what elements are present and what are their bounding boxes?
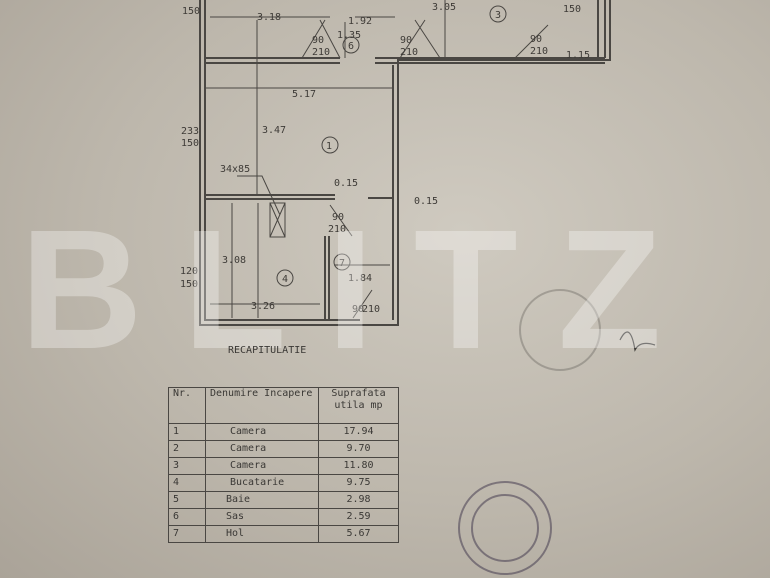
cell-area: 2.98 — [318, 491, 399, 509]
cell-area: 5.67 — [318, 525, 399, 543]
door: 210 — [362, 304, 380, 315]
cell-name: Camera — [205, 423, 319, 441]
cell-area: 17.94 — [318, 423, 399, 441]
cell-nr: 6 — [168, 508, 206, 526]
cell-nr: 2 — [168, 440, 206, 458]
dim: 150 — [181, 138, 199, 149]
dim: 1.84 — [348, 273, 372, 284]
cell-name: Bucatarie — [205, 474, 319, 492]
cell-nr: 4 — [168, 474, 206, 492]
cell-area: 11.80 — [318, 457, 399, 475]
stamp — [458, 289, 656, 575]
dim: 150 — [180, 279, 198, 290]
dim: 5.17 — [292, 89, 316, 100]
cell-area: 9.75 — [318, 474, 399, 492]
door: 90 — [312, 35, 324, 46]
dim: 3.05 — [432, 2, 456, 13]
dim: 3.26 — [251, 301, 275, 312]
dim: 233 — [181, 126, 199, 137]
dim: 150 — [182, 6, 200, 17]
header-nr: Nr. — [168, 387, 206, 424]
cell-name: Camera — [205, 457, 319, 475]
cell-area: 2.59 — [318, 508, 399, 526]
dim: 1.15 — [566, 50, 590, 61]
dim: 1.35 — [337, 30, 361, 41]
door: 210 — [530, 46, 548, 57]
watermark: BLITZ — [20, 195, 702, 385]
caption: RECAPITULATIE — [228, 345, 307, 356]
dim: 3.18 — [257, 12, 281, 23]
door: 210 — [312, 47, 330, 58]
dim: 0.15 — [414, 196, 438, 207]
door: 210 — [400, 47, 418, 58]
cell-nr: 7 — [168, 525, 206, 543]
door: 90 — [530, 34, 542, 45]
cell-name: Hol — [205, 525, 319, 543]
header-name: Denumire Incapere — [205, 387, 319, 424]
cell-area: 9.70 — [318, 440, 399, 458]
dim: 3.47 — [262, 125, 286, 136]
door: 90 — [400, 35, 412, 46]
room-number: 3 — [495, 10, 501, 21]
cell-nr: 3 — [168, 457, 206, 475]
area-table: Nr. Denumire Incapere Suprafata utila mp… — [168, 387, 399, 543]
dim: 120 — [180, 266, 198, 277]
room-number: 6 — [348, 41, 354, 52]
room-number: 7 — [339, 258, 345, 269]
cell-name: Baie — [205, 491, 319, 509]
door: 90 — [352, 304, 364, 315]
door: 90 — [332, 212, 344, 223]
cell-nr: 1 — [168, 423, 206, 441]
dim: 3.08 — [222, 255, 246, 266]
dim: 150 — [563, 4, 581, 15]
cell-nr: 5 — [168, 491, 206, 509]
dim: 1.92 — [348, 16, 372, 27]
dim: 34x85 — [220, 164, 250, 175]
dim: 0.15 — [334, 178, 358, 189]
room-number: 1 — [326, 141, 332, 152]
cell-name: Camera — [205, 440, 319, 458]
door: 210 — [328, 224, 346, 235]
header-area: Suprafata utila mp — [318, 387, 399, 424]
room-number: 4 — [282, 274, 288, 285]
cell-name: Sas — [205, 508, 319, 526]
